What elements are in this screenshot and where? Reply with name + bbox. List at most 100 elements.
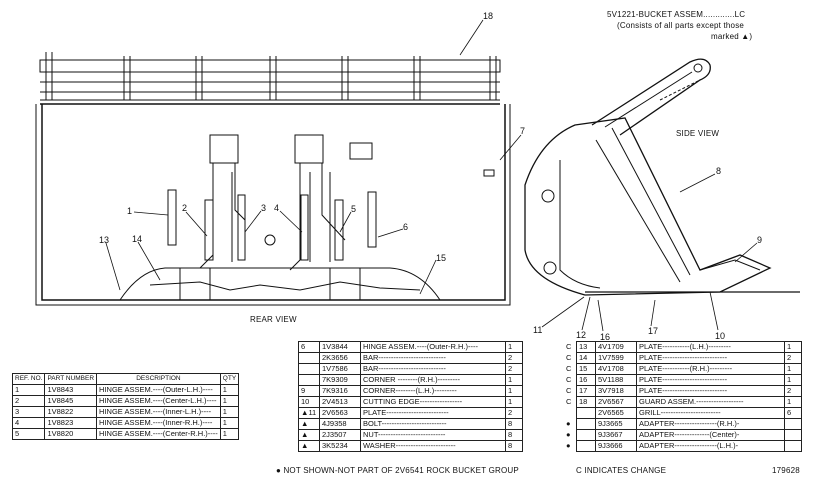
callout-7: 7 xyxy=(520,126,525,136)
description: HINGE ASSEM.----(Inner-L.H.)---- xyxy=(96,406,221,418)
callout-15: 15 xyxy=(436,253,446,263)
change-mark: C xyxy=(564,374,577,386)
description: HINGE ASSEM.----(Outer-L.H.)---- xyxy=(96,384,221,396)
ref-no: 9 xyxy=(298,385,320,397)
part-number: 1V8823 xyxy=(44,417,98,429)
callout-13: 13 xyxy=(99,235,109,245)
description: PLATE-------------------------- xyxy=(636,374,785,386)
qty: 8 xyxy=(505,429,523,441)
table-row: ▲ 4J9358 BOLT-------------------------- … xyxy=(298,418,523,430)
table-row: 4 1V8823 HINGE ASSEM.----(Inner-R.H.)---… xyxy=(11,417,240,429)
table-row: 2 1V8845 HINGE ASSEM.----(Center-L.H.)--… xyxy=(11,395,240,407)
table-row: C 18 2V6567 GUARD ASSEM.----------------… xyxy=(564,396,802,408)
qty: 1 xyxy=(505,396,523,408)
ref-no: ▲11 xyxy=(298,407,320,419)
part-number: 7K9309 xyxy=(319,374,361,386)
parts-table-middle: 6 1V3844 HINGE ASSEM.----(Outer-R.H.)---… xyxy=(298,341,523,452)
not-shown-mark: ● xyxy=(564,440,577,452)
change-mark xyxy=(564,407,577,419)
table-row: ● 9J3665 ADAPTER-----------------(R.H.)- xyxy=(564,418,802,430)
ref-no xyxy=(576,429,596,441)
callout-1: 1 xyxy=(127,206,132,216)
part-number: 7K9316 xyxy=(319,385,361,397)
callout-9: 9 xyxy=(757,235,762,245)
description: GUARD ASSEM.------------------- xyxy=(636,396,785,408)
table-row: 5 1V8820 HINGE ASSEM.----(Center-R.H.)--… xyxy=(11,428,240,440)
description: ADAPTER--------------(Center)- xyxy=(636,429,785,441)
qty: 2 xyxy=(505,363,523,375)
table-row: 2V6565 GRILL------------------------ 6 xyxy=(564,407,802,419)
part-number: 1V3844 xyxy=(319,341,361,353)
description: GRILL------------------------ xyxy=(636,407,785,419)
ref-no: 17 xyxy=(576,385,596,397)
ref-no xyxy=(576,418,596,430)
ref-no: 4 xyxy=(11,417,46,429)
table-row: C 13 4V1709 PLATE-----------(L.H.)------… xyxy=(564,341,802,353)
rear-view-label: REAR VIEW xyxy=(250,315,297,324)
callout-10: 10 xyxy=(715,331,725,341)
description: HINGE ASSEM.----(Center-L.H.)---- xyxy=(96,395,221,407)
table-row: C 14 1V7599 PLATE-----------------------… xyxy=(564,352,802,364)
qty: 1 xyxy=(784,363,802,375)
change-mark: C xyxy=(564,352,577,364)
qty xyxy=(784,429,802,441)
table-row: 3 1V8822 HINGE ASSEM.----(Inner-L.H.)---… xyxy=(11,406,240,418)
ref-no: 18 xyxy=(576,396,596,408)
description: WASHER------------------------ xyxy=(360,440,506,452)
qty: 8 xyxy=(505,440,523,452)
part-number: 3K5234 xyxy=(319,440,361,452)
qty: 6 xyxy=(784,407,802,419)
table-row: 1 1V8843 HINGE ASSEM.----(Outer-L.H.)---… xyxy=(11,384,240,396)
table-row: ▲ 3K5234 WASHER------------------------ … xyxy=(298,440,523,452)
part-number: 2K3656 xyxy=(319,352,361,364)
callout-18: 18 xyxy=(483,11,493,21)
part-number: 4V1708 xyxy=(595,363,637,375)
rear-view-drawing xyxy=(35,52,511,306)
assembly-title: 5V1221-BUCKET ASSEM.............LC xyxy=(607,10,746,19)
ref-no: 3 xyxy=(11,406,46,418)
table-row: 9 7K9316 CORNER--------(L.H.)--------- 1 xyxy=(298,385,523,397)
assembly-consists-note: (Consists of all parts except those xyxy=(617,21,745,30)
description: BOLT-------------------------- xyxy=(360,418,506,430)
ref-no-header: REF. NO. xyxy=(11,373,46,385)
ref-no: 2 xyxy=(11,395,46,407)
parts-table-right: C 13 4V1709 PLATE-----------(L.H.)------… xyxy=(564,341,802,452)
table-row: C 17 3V7918 PLATE-----------------------… xyxy=(564,385,802,397)
ref-no: ▲ xyxy=(298,418,320,430)
qty: 1 xyxy=(219,417,240,429)
qty: 1 xyxy=(505,374,523,386)
part-number: 1V8845 xyxy=(44,395,98,407)
table-row: ▲ 2J3507 NUT--------------------------- … xyxy=(298,429,523,441)
ref-no: 13 xyxy=(576,341,596,353)
callout-numbers: 1 2 3 4 5 6 7 8 9 10 11 12 13 14 15 16 1… xyxy=(99,11,762,342)
callout-5: 5 xyxy=(351,204,356,214)
table-row: ● 9J3667 ADAPTER--------------(Center)- xyxy=(564,429,802,441)
part-number: 9J3666 xyxy=(595,440,637,452)
table-row: 2K3656 BAR--------------------------- 2 xyxy=(298,352,523,364)
description: PLATE------------------------- xyxy=(360,407,506,419)
qty: 1 xyxy=(219,395,240,407)
part-number: 1V8820 xyxy=(44,428,98,440)
callout-leaders xyxy=(105,19,758,332)
qty-header: QTY xyxy=(219,373,240,385)
qty xyxy=(784,440,802,452)
callout-11: 11 xyxy=(533,325,542,335)
part-number-header: PART NUMBER xyxy=(44,373,98,385)
callout-3: 3 xyxy=(261,203,266,213)
change-mark: C xyxy=(564,363,577,375)
not-shown-note: ● NOT SHOWN-NOT PART OF 2V6541 ROCK BUCK… xyxy=(276,466,519,475)
qty: 2 xyxy=(784,385,802,397)
table-row: C 16 5V1188 PLATE-----------------------… xyxy=(564,374,802,386)
callout-2: 2 xyxy=(182,203,187,213)
description: HINGE ASSEM.----(Center-R.H.)---- xyxy=(96,428,221,440)
table-row: C 15 4V1708 PLATE-----------(R.H.)------… xyxy=(564,363,802,375)
callout-12: 12 xyxy=(576,330,586,340)
part-number: 1V7599 xyxy=(595,352,637,364)
part-number: 2V6563 xyxy=(319,407,361,419)
ref-no: 10 xyxy=(298,396,320,408)
table-row: ● 9J3666 ADAPTER-----------------(L.H.)- xyxy=(564,440,802,452)
ref-no xyxy=(576,407,596,419)
side-view-label: SIDE VIEW xyxy=(676,129,720,138)
part-number: 5V1188 xyxy=(595,374,637,386)
